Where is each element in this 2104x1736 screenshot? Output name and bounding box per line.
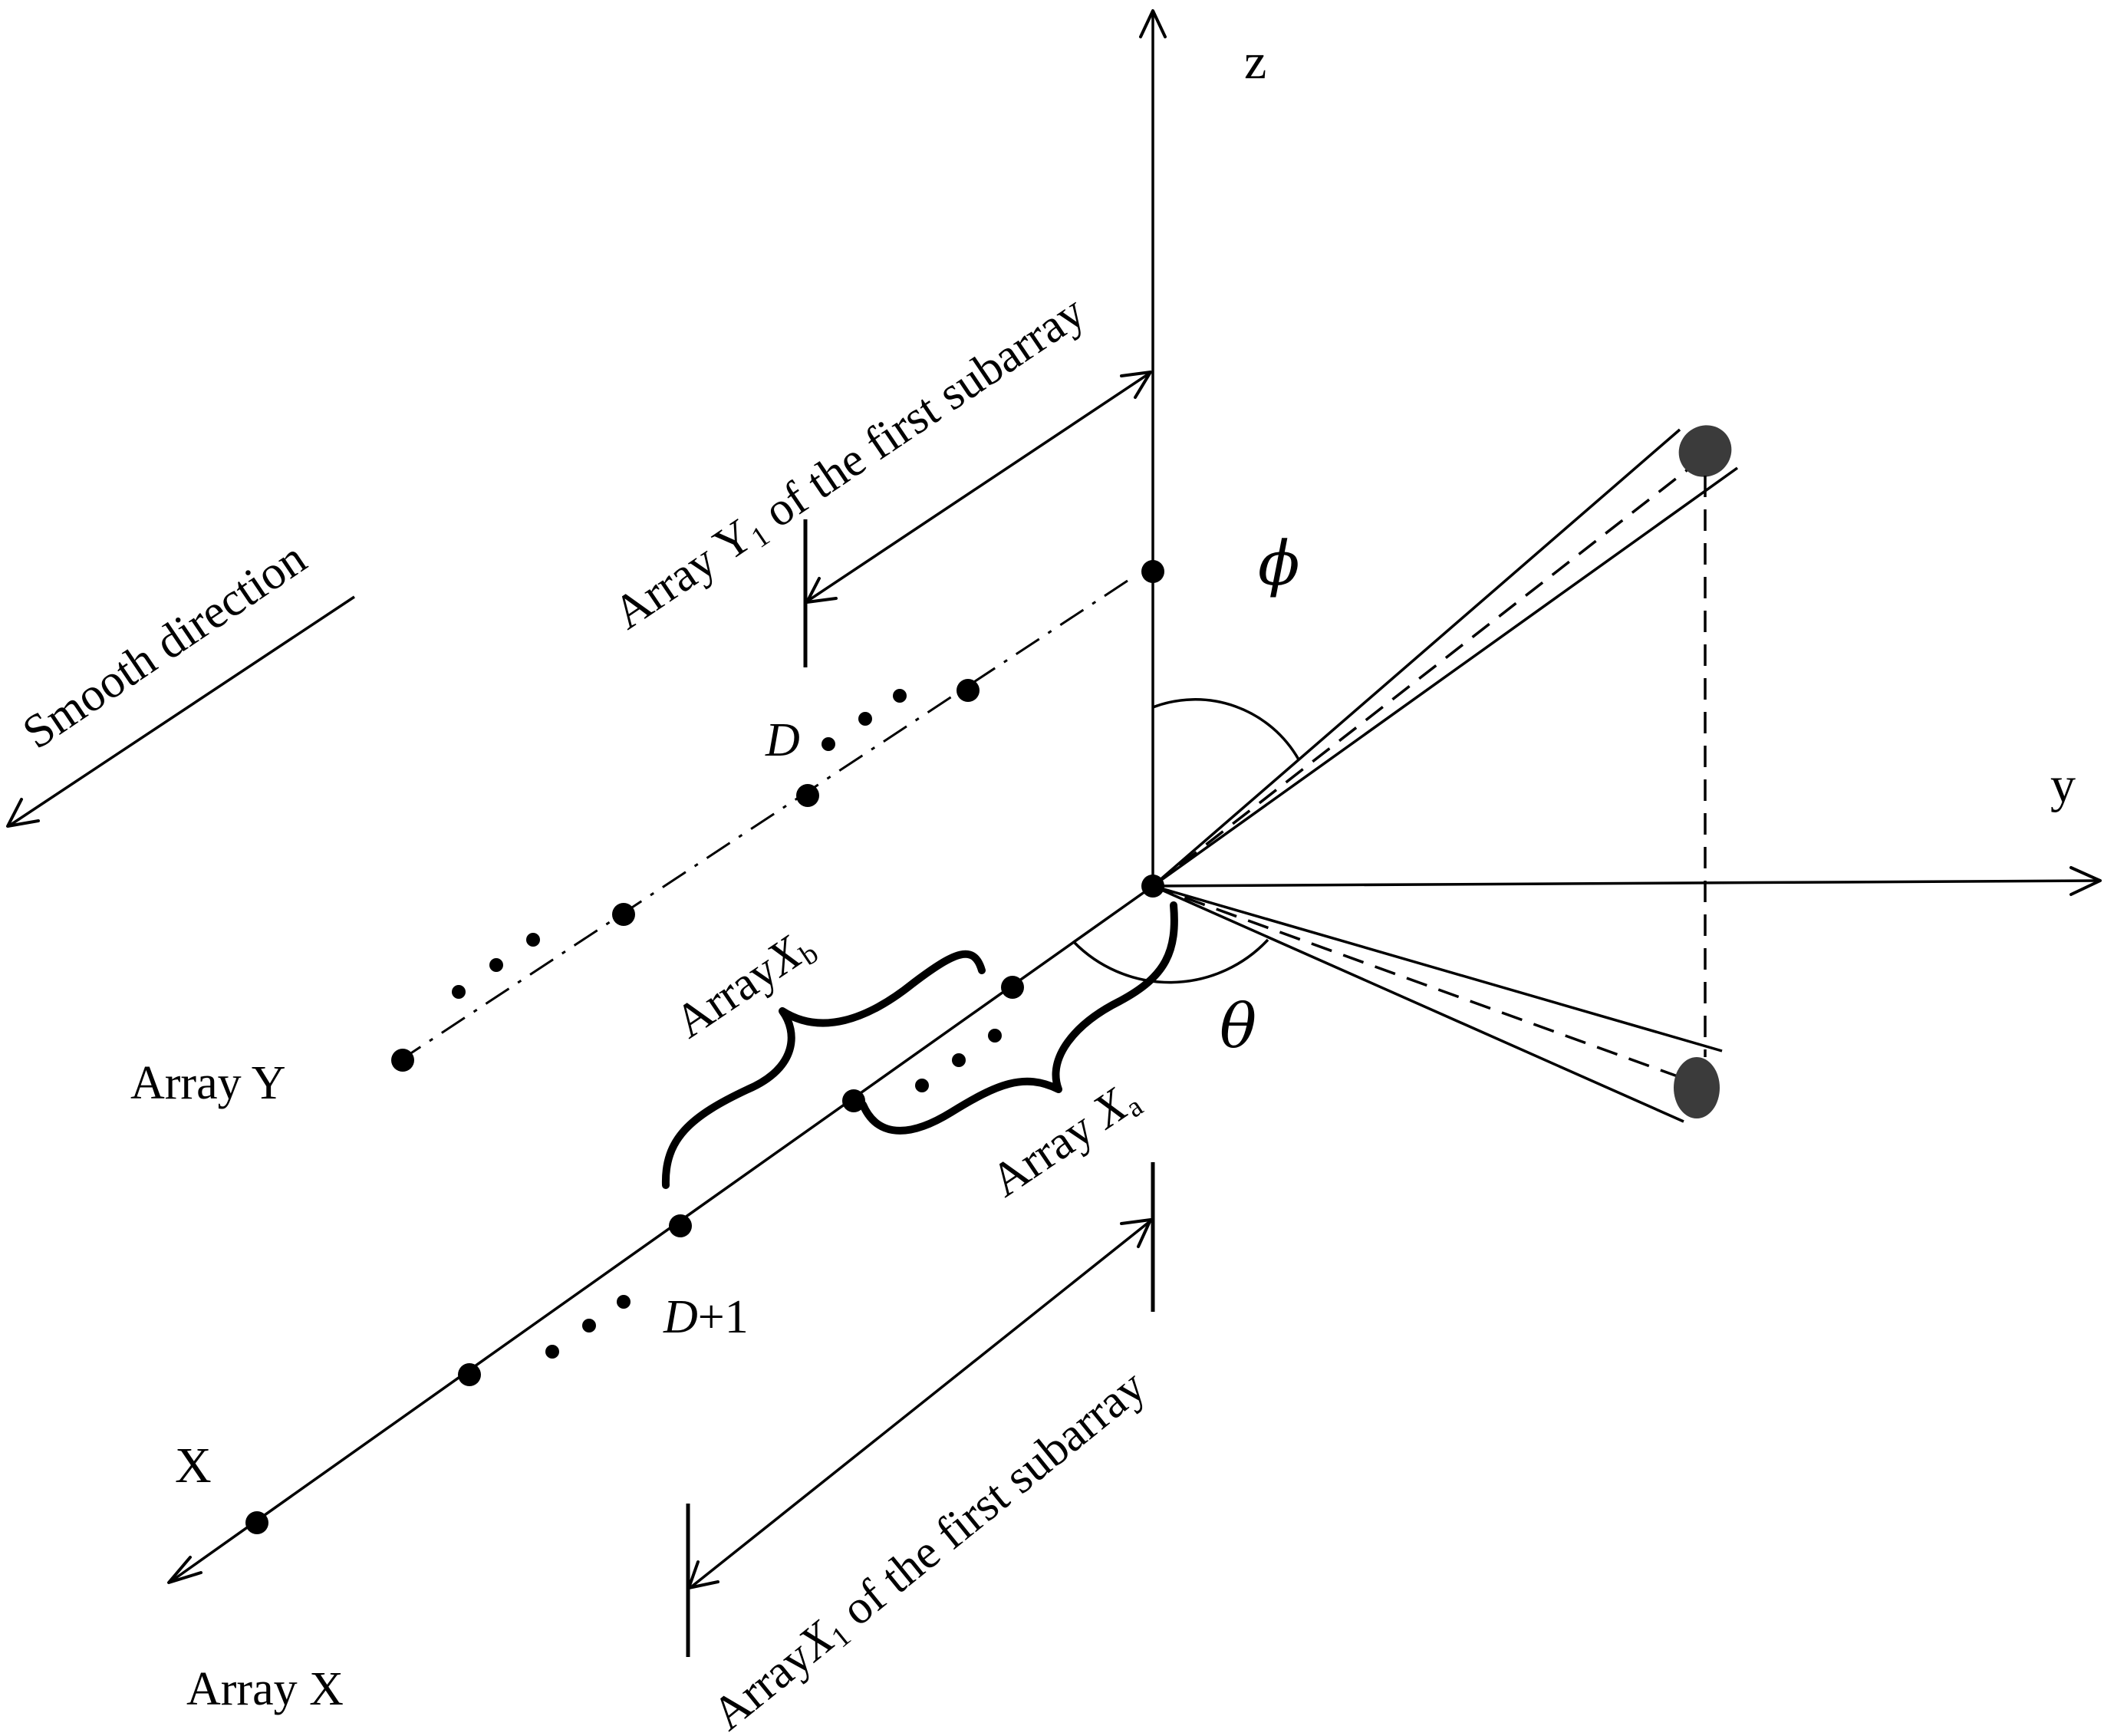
array-y-element: [1141, 560, 1164, 583]
array-x-element: [842, 1089, 865, 1112]
x-axis-label: X: [175, 1438, 212, 1494]
d-label: D: [765, 714, 800, 766]
array-xa-label: Array Xa: [982, 1072, 1149, 1209]
smooth-direction-label: Smooth direction: [14, 532, 316, 759]
ellipsis-dot: [545, 1345, 559, 1359]
x-axis: [167, 884, 1154, 1584]
z-axis-label: z: [1244, 34, 1266, 90]
ellipsis-dot: [858, 712, 872, 726]
phi-angle-arc: [1152, 698, 1300, 760]
array-y-element: [391, 1049, 414, 1072]
array-x-elements: [245, 976, 1024, 1534]
theta-label: θ: [1220, 990, 1256, 1062]
array-y-element: [957, 679, 980, 702]
z-axis: [1139, 9, 1167, 886]
array-xa-brace: [859, 901, 1178, 1135]
ellipsis-dot: [988, 1029, 1002, 1043]
array-y-element: [796, 784, 819, 807]
ellipsis-dot: [617, 1295, 631, 1309]
array-x-element: [458, 1363, 481, 1386]
y-axis-label: y: [2050, 757, 2076, 813]
ellipsis-dot: [582, 1319, 596, 1332]
ellipsis-dot: [952, 1053, 966, 1067]
d-plus-one-label: D+1: [663, 1291, 749, 1343]
array-y-line: [402, 579, 1128, 1060]
lower-beam-cone: [1152, 884, 1723, 1123]
array-y-label: Array Y: [130, 1057, 286, 1109]
origin-point: [1141, 875, 1164, 898]
array-y-elements: [391, 560, 1164, 1072]
array-y1-label: Array Y1 of the first subarray: [604, 285, 1095, 641]
ellipsis-dot: [915, 1079, 929, 1092]
array-x-label: Array X: [186, 1663, 344, 1715]
phi-label: ϕ: [1258, 528, 1300, 599]
y-axis: [1152, 866, 2102, 896]
array-x-element: [669, 1214, 692, 1237]
array-y1-dimension: [803, 371, 1152, 667]
array-x-element: [1001, 976, 1024, 999]
array-x1-label: ArrayX1 of the first subarray: [703, 1360, 1157, 1736]
ellipsis-dot: [452, 985, 466, 999]
ellipsis-dot: [822, 737, 835, 751]
upper-beam-cone: [1151, 425, 1739, 888]
array-y-element: [612, 903, 635, 926]
ellipsis-dot: [893, 689, 907, 703]
array-x-element: [245, 1511, 268, 1534]
array-x1-dimension: [686, 1162, 1155, 1657]
ellipsis-dot: [526, 933, 540, 947]
ellipsis-dot: [489, 958, 503, 972]
array-xb-brace: [661, 950, 986, 1189]
array-xb-label: ArrayXb: [666, 919, 825, 1051]
theta-angle-arc: [1072, 938, 1269, 984]
smooth-direction-arrow: [6, 595, 355, 828]
